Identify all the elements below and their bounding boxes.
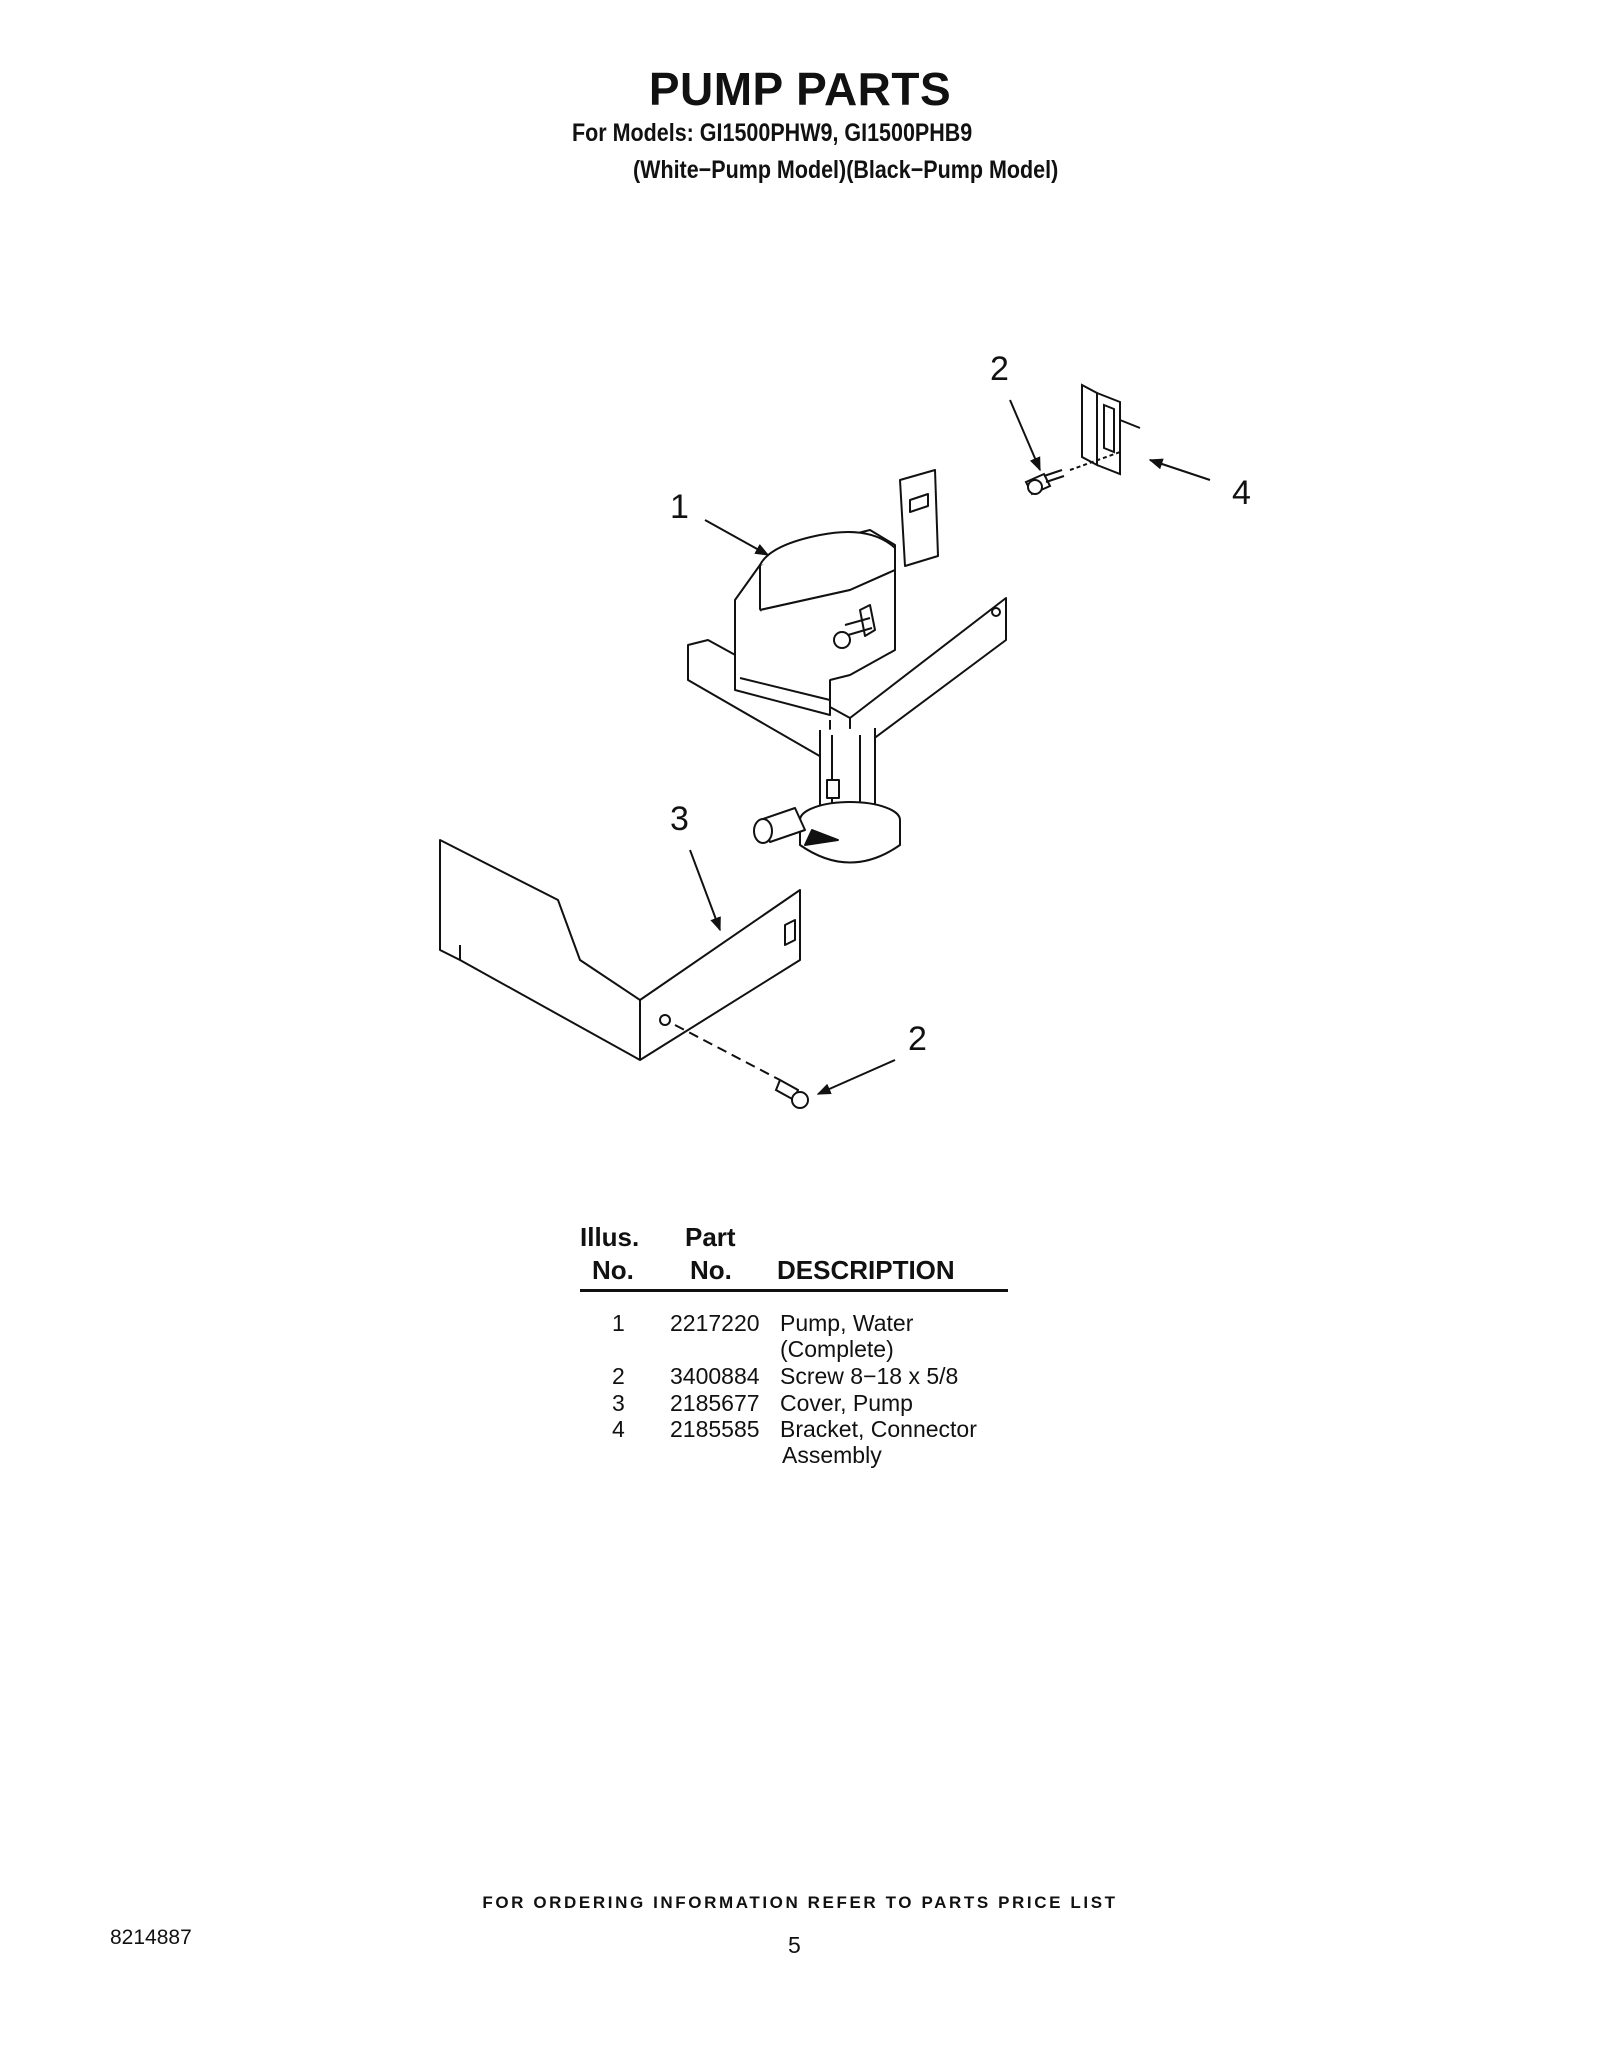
ordering-info-note: FOR ORDERING INFORMATION REFER TO PARTS …: [482, 1893, 1118, 1912]
variants-line: (White−Pump Model)(Black−Pump Model): [633, 156, 1059, 184]
header-illus-top: Illus.: [580, 1222, 640, 1252]
models-line: For Models: GI1500PHW9, GI1500PHB9: [572, 119, 973, 147]
row-illus-no: 1: [612, 1310, 625, 1336]
document-number: 8214887: [110, 1926, 192, 1949]
callout-leaders: [689, 399, 1211, 1095]
screw-upper-illustration: [1024, 469, 1065, 496]
pump-cover-illustration: [439, 839, 801, 1081]
callout-3: 3: [670, 800, 689, 838]
row-part-no: 2217220: [670, 1310, 760, 1336]
row-part-no: 2185585: [670, 1416, 760, 1442]
row-illus-no: 4: [612, 1416, 625, 1442]
table-header-rule: [580, 1289, 1008, 1292]
header-description: DESCRIPTION: [777, 1255, 955, 1285]
callout-1: 1: [670, 488, 689, 526]
row-description: Bracket, Connector: [780, 1416, 977, 1442]
header-part-bottom: No.: [690, 1255, 732, 1285]
connector-bracket-illustration: [1069, 383, 1141, 476]
row-part-no: 2185677: [670, 1390, 760, 1416]
row-description-cont: (Complete): [780, 1336, 894, 1362]
callout-4: 4: [1232, 474, 1251, 512]
callout-2-lower: 2: [908, 1020, 927, 1058]
row-description: Cover, Pump: [780, 1390, 913, 1416]
row-description: Screw 8−18 x 5/8: [780, 1363, 959, 1389]
row-part-no: 3400884: [670, 1363, 760, 1389]
callout-2-upper: 2: [990, 350, 1009, 388]
row-illus-no: 3: [612, 1390, 625, 1416]
header-illus-bottom: No.: [592, 1255, 634, 1285]
page-number: 5: [788, 1932, 801, 1958]
page-title: PUMP PARTS: [648, 63, 952, 115]
row-illus-no: 2: [612, 1363, 625, 1389]
water-pump-illustration: [687, 469, 1007, 864]
header-part-top: Part: [685, 1222, 736, 1252]
row-description: Pump, Water: [780, 1310, 914, 1336]
row-description-cont: Assembly: [782, 1442, 882, 1468]
screw-lower-illustration: [774, 1078, 809, 1109]
